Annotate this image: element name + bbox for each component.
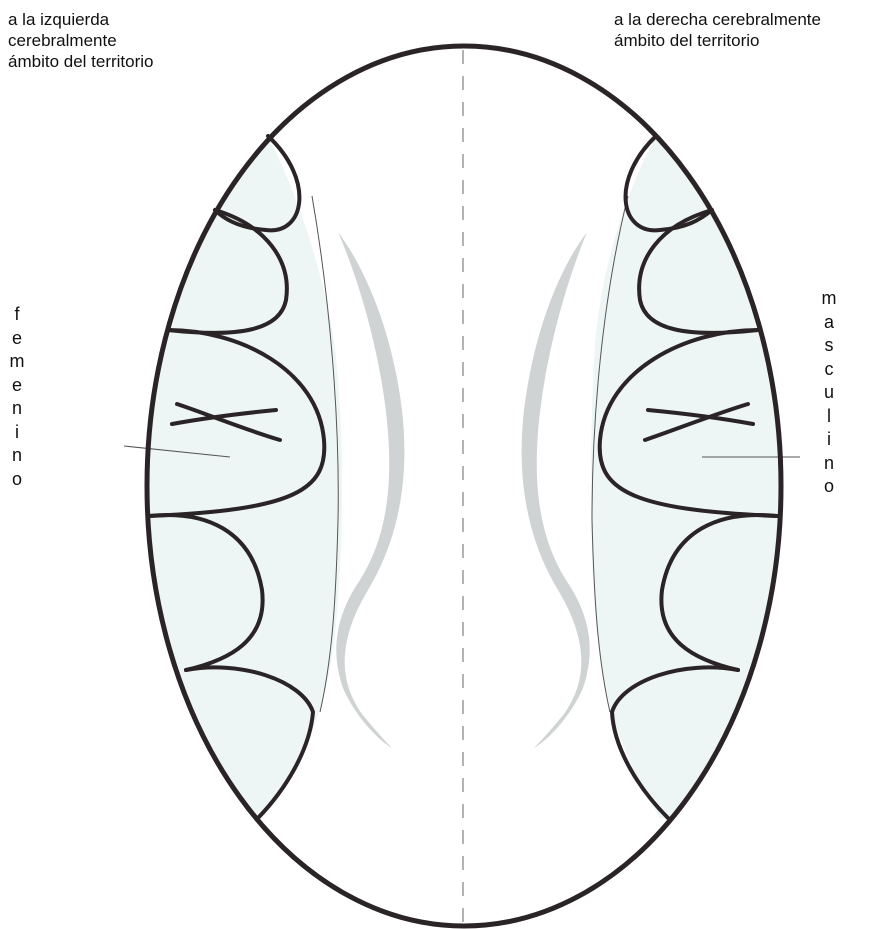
left-lobe-region [120, 136, 342, 818]
left-wave [336, 232, 404, 748]
right-wave [522, 232, 590, 748]
right-lobe-region [591, 136, 800, 818]
